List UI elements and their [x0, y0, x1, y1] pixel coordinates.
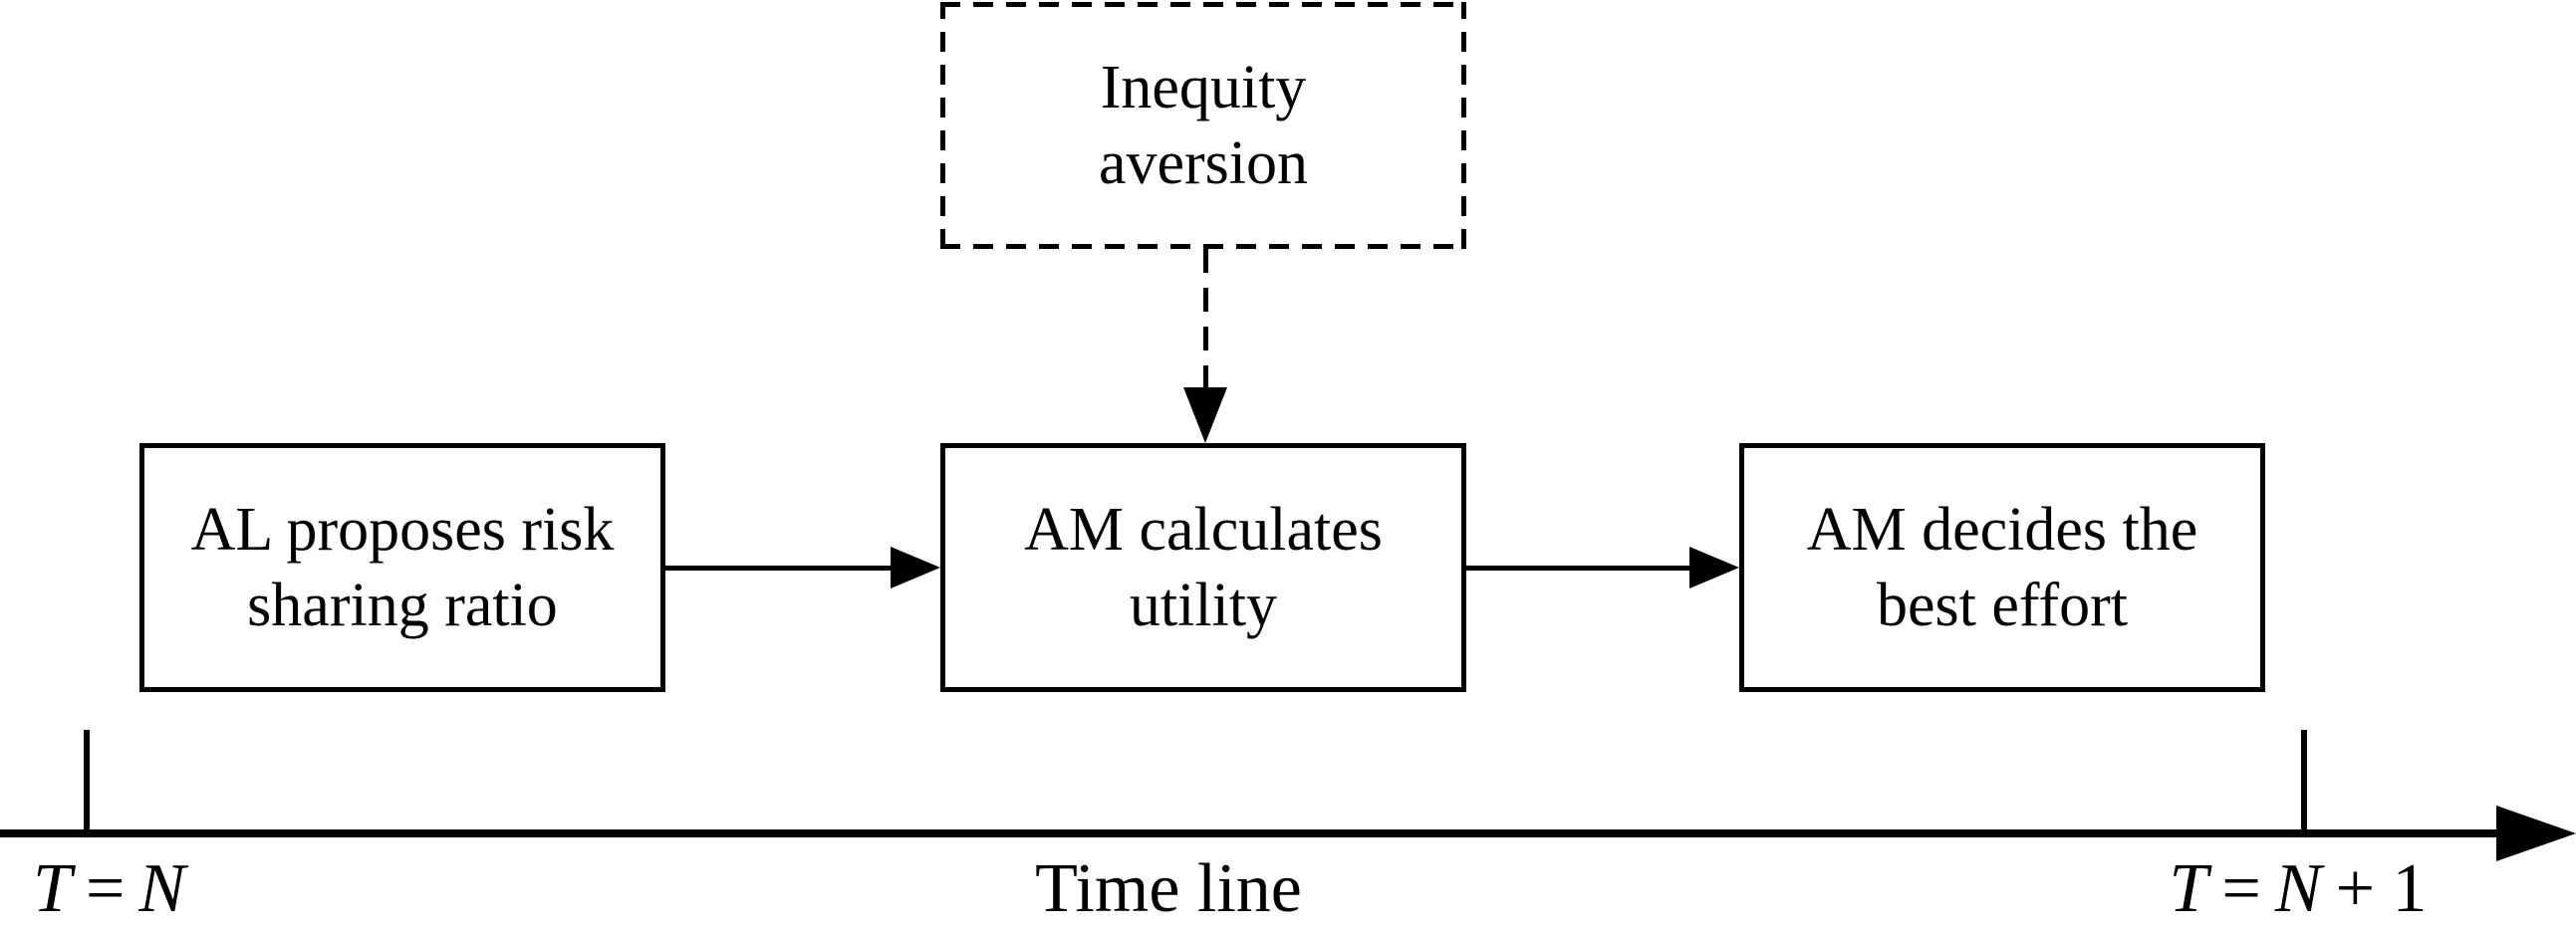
timeline-tick-end	[2301, 730, 2307, 833]
timeline-end-label: T=N+ 1	[2169, 854, 2427, 924]
timeline-arrowhead-right-icon	[2496, 806, 2576, 861]
flow-arrow-1	[665, 547, 940, 588]
inequity-influence-arrow	[1183, 249, 1227, 443]
process-box-am-calculates-line2: utility	[1129, 572, 1278, 639]
arrowhead-right-icon	[891, 547, 940, 588]
flow-arrow-2-shaft	[1466, 566, 1694, 571]
end-label-operator: =	[2221, 850, 2261, 927]
timeline-axis	[0, 829, 2502, 837]
process-box-am-calculates-line1: AM calculates	[1024, 496, 1383, 564]
inequity-aversion-line1: Inequity	[1100, 54, 1307, 121]
process-box-al-proposes: AL proposes risk sharing ratio	[139, 443, 665, 692]
inequity-aversion-line2: aversion	[1098, 129, 1309, 197]
process-box-am-decides: AM decides the best effort	[1739, 443, 2265, 692]
start-label-operator: =	[85, 850, 126, 927]
process-box-am-decides-line2: best effort	[1877, 572, 2128, 639]
dashed-arrow-shaft	[1203, 249, 1208, 393]
process-box-al-line2: sharing ratio	[247, 572, 558, 639]
process-box-am-calculates: AM calculates utility	[940, 443, 1466, 692]
start-label-variable: T	[33, 850, 72, 927]
flow-arrow-1-shaft	[665, 566, 896, 571]
timeline-tick-start	[84, 730, 90, 833]
process-box-al-line1: AL proposes risk	[190, 496, 615, 564]
arrowhead-right-icon	[1689, 547, 1739, 588]
end-label-variable: T	[2169, 850, 2208, 927]
timeline-axis-label: Time line	[1035, 850, 1302, 927]
start-label-value: N	[138, 850, 186, 927]
flow-arrow-2	[1466, 547, 1739, 588]
timeline-start-label: T=N	[33, 854, 199, 924]
process-box-am-decides-line1: AM decides the	[1806, 496, 2198, 564]
arrowhead-down-icon	[1183, 387, 1227, 443]
inequity-aversion-box: Inequity aversion	[940, 2, 1466, 249]
end-label-suffix: + 1	[2335, 850, 2428, 927]
end-label-value: N	[2274, 850, 2322, 927]
